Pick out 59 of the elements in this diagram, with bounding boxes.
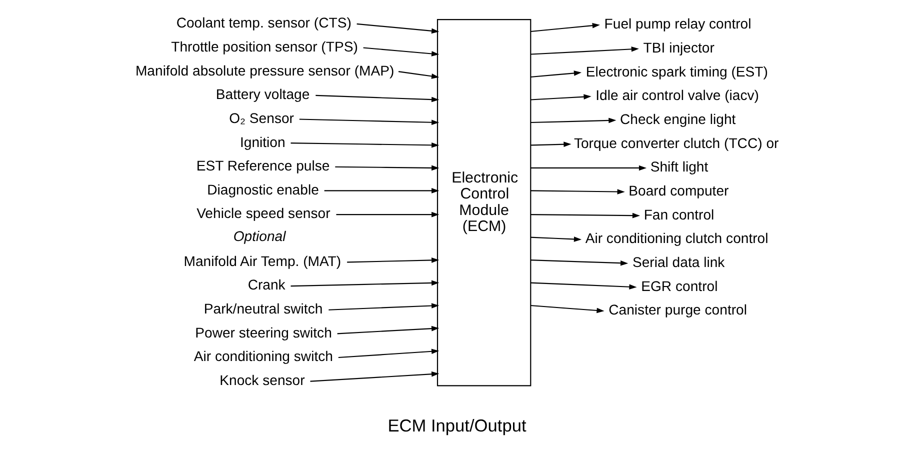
arrow (530, 304, 604, 314)
node-text: Electronic spark timing (EST) (586, 63, 768, 80)
arrow (363, 47, 440, 56)
node-text: Air conditioning switch (194, 348, 333, 364)
arrow (347, 258, 440, 263)
node-text: Manifold Air Temp. (MAT) (184, 252, 342, 269)
arrow (337, 326, 440, 334)
arrow (290, 280, 440, 287)
arrow (530, 142, 572, 147)
node-text: Throttle position sensor (TPS) (171, 38, 358, 54)
node-text: Park/neutral switch (204, 300, 323, 317)
node-text: Torque converter clutch (TCC) or (574, 134, 779, 151)
arrow (530, 260, 628, 266)
label: Optional (233, 228, 286, 244)
arrow (356, 23, 440, 34)
arrow (335, 165, 440, 171)
caption: ECM Input/Output (388, 415, 526, 436)
node-text: Battery voltage (216, 86, 310, 102)
arrow (530, 236, 582, 242)
arrow (336, 212, 440, 218)
node-text: O₂ Sensor (229, 110, 294, 126)
node-text: Fuel pump relay control (604, 16, 752, 32)
node-text: Manifold absolute pressure sensor (MAP) (135, 62, 394, 78)
arrow (310, 371, 440, 382)
node-text: Shift light (650, 158, 708, 175)
arrow (530, 282, 637, 290)
node-text: Coolant temp. sensor (CTS) (176, 14, 352, 31)
arrow (530, 94, 592, 100)
node-text: Power steering switch (195, 324, 332, 340)
node-text: Air conditioning clutch control (585, 230, 768, 246)
arrow (530, 165, 647, 171)
arrow (530, 212, 640, 218)
arrow (338, 348, 440, 358)
node-text: TBI injector (643, 40, 714, 56)
node-text: Knock sensor (220, 372, 305, 388)
node-text: Serial data link (632, 254, 725, 270)
node-text: EGR control (641, 278, 718, 294)
arrow (398, 71, 440, 79)
arrow (530, 118, 616, 124)
node-text: Vehicle speed sensor (196, 205, 330, 222)
node-text: EST Reference pulse (196, 158, 330, 174)
node-text: Board computer (628, 182, 729, 198)
arrow (530, 70, 582, 78)
arrow (316, 94, 440, 102)
arrow (328, 303, 440, 310)
arrow (530, 189, 625, 194)
node-box: Electronic Control Module (ECM) (436, 19, 532, 386)
node-text: Ignition (240, 134, 286, 150)
arrow (299, 118, 440, 125)
node-text: Crank (248, 276, 286, 293)
arrow (530, 46, 639, 55)
node-text: Diagnostic enable (207, 181, 319, 198)
node-text: Canister purge control (608, 302, 747, 318)
arrow (324, 188, 440, 194)
arrow (290, 142, 440, 148)
node-text: Check engine light (620, 111, 736, 127)
arrow (530, 22, 600, 32)
node-text: Fan control (644, 206, 714, 222)
node-text: Idle air control valve (iacv) (596, 87, 759, 104)
